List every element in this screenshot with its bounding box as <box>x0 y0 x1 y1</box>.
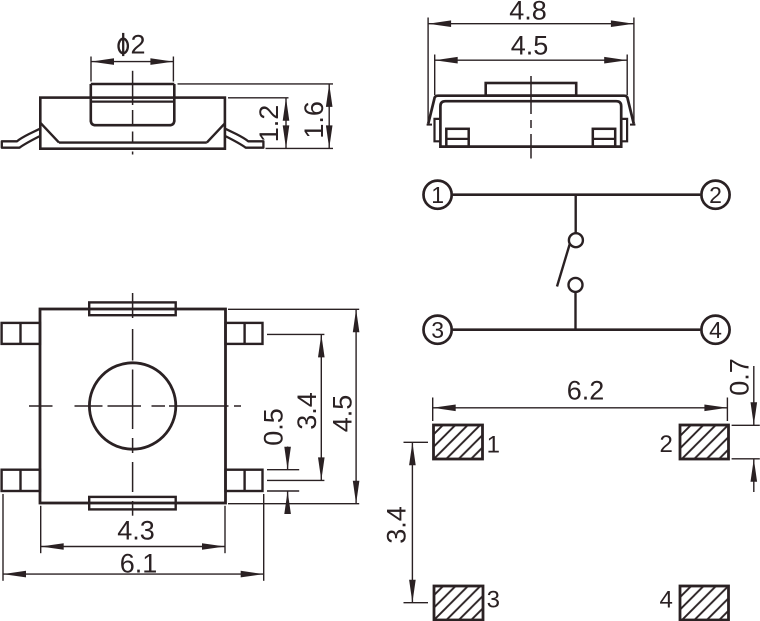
svg-text:1.6: 1.6 <box>299 101 329 139</box>
svg-text:3: 3 <box>487 587 500 614</box>
svg-text:2: 2 <box>660 431 673 458</box>
svg-text:4.8: 4.8 <box>509 0 547 26</box>
svg-text:6.1: 6.1 <box>120 549 158 579</box>
svg-text:3.4: 3.4 <box>292 392 322 430</box>
svg-text:4.3: 4.3 <box>117 516 155 546</box>
svg-text:4: 4 <box>660 587 673 614</box>
svg-text:4: 4 <box>709 317 722 343</box>
svg-text:0.7: 0.7 <box>725 358 755 396</box>
svg-text:1: 1 <box>431 182 444 208</box>
svg-text:0.5: 0.5 <box>259 408 289 446</box>
svg-text:3: 3 <box>431 317 444 343</box>
svg-text:6.2: 6.2 <box>567 376 605 406</box>
svg-text:3.4: 3.4 <box>382 506 412 544</box>
svg-text:1.2: 1.2 <box>254 105 284 143</box>
svg-text:2: 2 <box>709 182 722 208</box>
svg-text:4.5: 4.5 <box>511 31 549 61</box>
svg-text:1: 1 <box>487 431 500 458</box>
svg-text:2: 2 <box>130 29 145 59</box>
svg-text:4.5: 4.5 <box>327 395 357 433</box>
